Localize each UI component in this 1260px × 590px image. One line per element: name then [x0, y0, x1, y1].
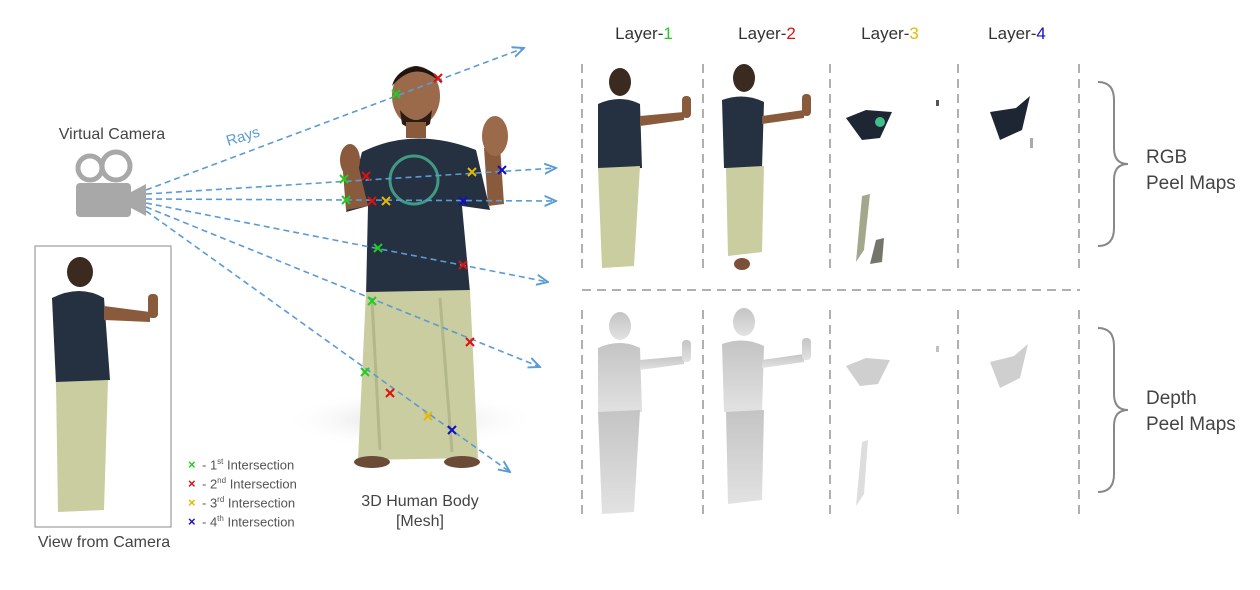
- body-label-line2: [Mesh]: [395, 513, 444, 530]
- intersection-marker-3: [467, 167, 477, 177]
- legend-item-3: ×- 3rd Intersection: [188, 495, 296, 511]
- intersection-marker-4: [458, 196, 468, 206]
- video-camera-icon: [75, 149, 146, 217]
- depth-peel-maps-label: Depth Peel Maps: [1146, 388, 1236, 435]
- layer-number-1: 1: [663, 24, 673, 43]
- rgb-peel-map-layer-4: [990, 96, 1033, 148]
- layer-header-1: Layer-1: [615, 24, 673, 43]
- depth-brace: [1097, 327, 1129, 493]
- intersection-markers: [339, 73, 507, 435]
- intersection-marker-1: [339, 174, 349, 184]
- intersection-marker-1: [341, 195, 351, 205]
- ray-5: [145, 206, 540, 367]
- ray-1: [145, 48, 524, 191]
- intersection-marker-1: [360, 367, 370, 377]
- rgb-peel-map-layer-3: [846, 100, 939, 264]
- rgb-peel-maps-label: RGB Peel Maps: [1146, 147, 1236, 194]
- intersection-marker-3: [381, 196, 391, 206]
- intersection-marker-4: [447, 425, 457, 435]
- body-label-line1: 3D Human Body: [361, 493, 479, 510]
- human-body-mesh: [340, 66, 508, 468]
- layer-number-2: 2: [786, 24, 796, 43]
- layer-header-3: Layer-3: [861, 24, 919, 43]
- intersection-marker-1: [373, 243, 383, 253]
- intersection-marker-2: [458, 260, 468, 270]
- body-label: 3D Human Body [Mesh]: [340, 492, 500, 532]
- legend-item-1: ×- 1st Intersection: [188, 457, 295, 473]
- camera-view-person: [52, 257, 158, 512]
- layer-number-4: 4: [1036, 24, 1046, 43]
- rgb-brace: [1097, 81, 1129, 247]
- intersection-marker-2: [361, 171, 371, 181]
- intersection-marker-2: [367, 196, 377, 206]
- intersection-marker-1: [367, 296, 377, 306]
- view-from-camera-label: View from Camera: [37, 534, 171, 551]
- panel-grid: [581, 64, 1080, 518]
- layer-number-3: 3: [909, 24, 919, 43]
- ray-4: [145, 202, 548, 282]
- legend-item-4: ×- 4th Intersection: [188, 514, 295, 530]
- depth-peel-map-layer-1: [598, 312, 691, 514]
- rays-label: Rays: [224, 124, 262, 150]
- intersection-marker-2: [385, 388, 395, 398]
- rgb-peel-map-layer-1: [598, 68, 691, 268]
- intersection-marker-3: [423, 411, 433, 421]
- rgb-peel-map-layer-2: [722, 64, 811, 270]
- intersection-marker-4: [497, 165, 507, 175]
- ray-2: [145, 168, 556, 195]
- virtual-camera-label: Virtual Camera: [58, 126, 166, 143]
- ray-3: [145, 199, 556, 201]
- depth-peel-map-layer-4: [990, 344, 1028, 388]
- intersection-marker-1: [391, 89, 401, 99]
- layer-header-4: Layer-4: [988, 24, 1046, 43]
- depth-peel-map-layer-2: [722, 308, 811, 504]
- legend-item-2: ×- 2nd Intersection: [188, 476, 297, 492]
- depth-peel-map-layer-3: [846, 346, 939, 506]
- intersection-marker-2: [465, 337, 475, 347]
- intersection-marker-2: [433, 73, 443, 83]
- layer-header-2: Layer-2: [738, 24, 796, 43]
